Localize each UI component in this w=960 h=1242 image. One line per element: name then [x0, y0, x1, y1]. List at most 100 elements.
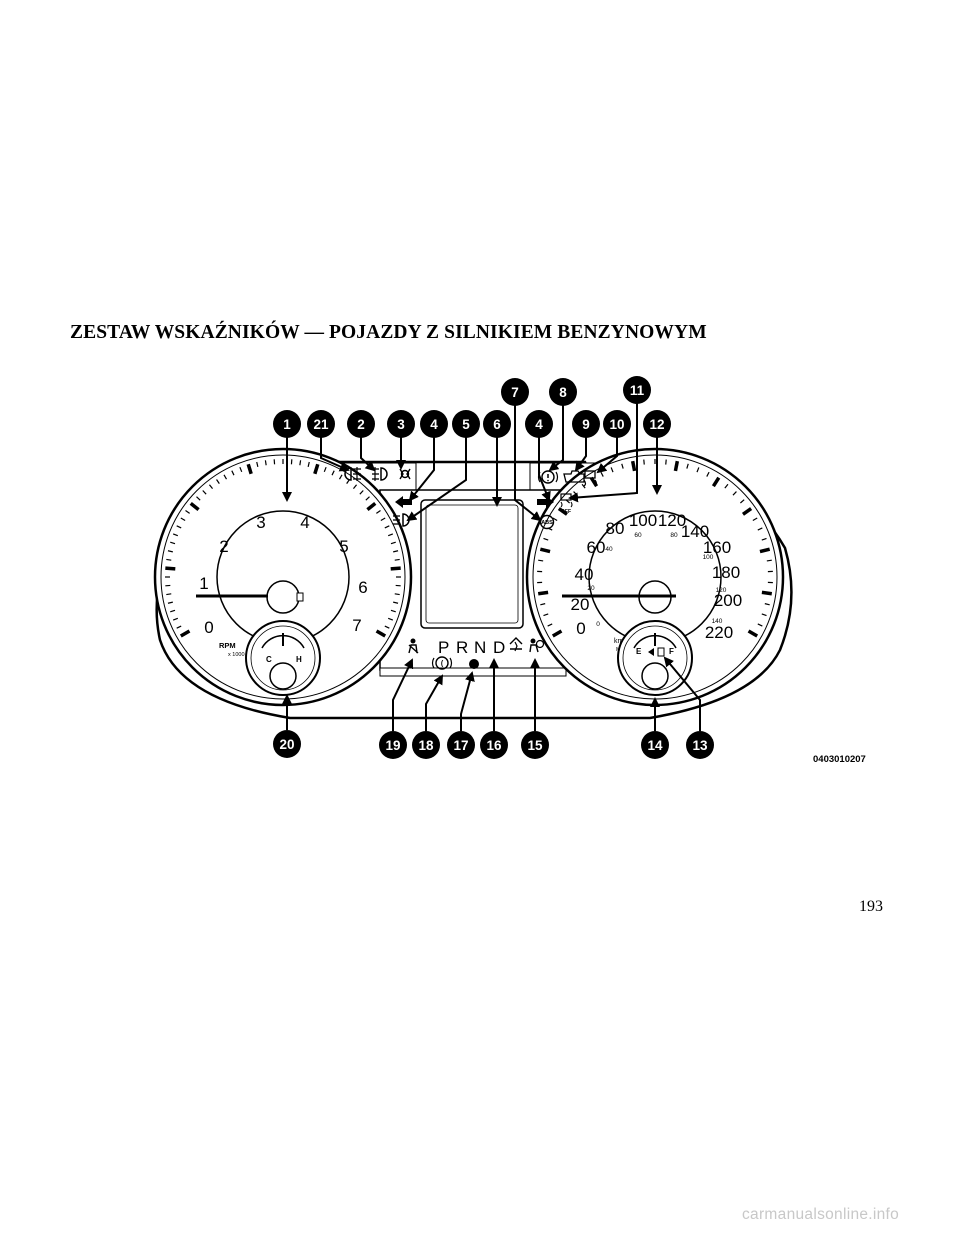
svg-text:16: 16 [486, 738, 502, 753]
callout-19: 19 [379, 731, 407, 759]
callout-11: 11 [623, 376, 651, 404]
dial-tick [581, 483, 586, 489]
dial-tick [741, 507, 753, 516]
airbag-icon [529, 638, 545, 653]
dial-tick [610, 467, 614, 473]
dial-tick [246, 463, 253, 475]
svg-text:20: 20 [279, 737, 294, 752]
fuel-empty-label: E [636, 647, 642, 656]
callout-3: 3 [387, 410, 415, 438]
dial-tick [390, 566, 401, 571]
kmh-label-180: 180 [712, 563, 740, 582]
dial-tick [393, 601, 399, 604]
dial-tick [176, 525, 182, 529]
mph-label-140: 140 [712, 618, 723, 625]
dial-tick [757, 527, 763, 531]
fuel-full-label: F [669, 647, 674, 656]
dial-tick [384, 525, 390, 529]
svg-text:4: 4 [430, 417, 438, 432]
rpm-label: RPM [219, 641, 236, 650]
dial-tick [621, 463, 624, 469]
svg-text:13: 13 [692, 738, 708, 753]
center-display [420, 499, 524, 629]
kmh-label-60: 60 [587, 538, 606, 557]
svg-text:9: 9 [582, 417, 590, 432]
dial-tick [387, 617, 394, 621]
dial-tick [761, 613, 767, 617]
tach-label-3: 3 [256, 513, 265, 532]
dial-tick [387, 533, 394, 537]
check-engine-icon [563, 470, 585, 483]
svg-text:14: 14 [647, 738, 663, 753]
svg-text:4: 4 [535, 417, 543, 432]
mph-label-0: 0 [596, 621, 600, 628]
dial-tick [752, 517, 758, 522]
dial-tick [256, 461, 259, 467]
svg-text:2: 2 [357, 417, 365, 432]
callout-8: 8 [549, 378, 577, 406]
svg-text:1: 1 [283, 417, 291, 432]
dial-tick [223, 474, 228, 480]
parking-brake-icon: ( [431, 656, 453, 670]
svg-text:7: 7 [511, 385, 519, 400]
svg-text:6: 6 [493, 417, 501, 432]
dial-tick [539, 547, 551, 554]
callout-17: 17 [447, 731, 475, 759]
temp-cold-label: C [266, 655, 272, 664]
callout-21: 21 [307, 410, 335, 438]
dial-tick [216, 479, 220, 484]
dial-tick [179, 629, 191, 638]
dial-tick [352, 484, 358, 490]
kmh-label-80: 80 [606, 519, 625, 538]
dial-tick [202, 490, 207, 495]
dial-tick [375, 629, 387, 638]
kmh-label-100: 100 [629, 511, 657, 530]
dial-tick [338, 474, 343, 480]
mph-label-40: 40 [605, 546, 613, 553]
dial-tick [365, 496, 370, 501]
electronic-throttle-icon [509, 637, 523, 652]
fuel-gauge [617, 620, 693, 696]
svg-text:19: 19 [385, 738, 400, 753]
dial-tick [543, 537, 549, 541]
dial-tick [231, 470, 235, 476]
mph-label-80: 80 [670, 532, 678, 539]
svg-text:15: 15 [527, 738, 543, 753]
callout-2: 2 [347, 410, 375, 438]
svg-text:8: 8 [559, 385, 567, 400]
svg-text:3: 3 [397, 417, 405, 432]
abs-icon: ABS [539, 514, 555, 530]
dial-tick [165, 566, 176, 571]
dial-tick [393, 550, 399, 553]
callout-13: 13 [686, 731, 714, 759]
dial-tick [390, 541, 396, 545]
dial-tick [366, 502, 377, 512]
tach-label-7: 7 [352, 616, 361, 635]
callout-5: 5 [452, 410, 480, 438]
gear-r: R [456, 638, 468, 657]
dial-tick [630, 460, 637, 472]
gear-p: P [438, 638, 449, 657]
dial-tick [170, 609, 176, 613]
brake-warning-icon [537, 470, 559, 484]
dial-tick [538, 559, 544, 562]
kmh-label-40: 40 [575, 565, 594, 584]
tach-label-2: 2 [219, 537, 228, 556]
callout-6: 6 [483, 410, 511, 438]
svg-text:21: 21 [313, 417, 329, 432]
dial-tick [299, 460, 302, 466]
dial-tick [543, 613, 549, 617]
kmh-label-0: 0 [576, 619, 585, 638]
dial-tick [307, 461, 310, 467]
callout-14: 14 [641, 731, 669, 759]
dial-tick [537, 590, 549, 596]
dial-tick [766, 559, 772, 562]
fuel-door-arrow-icon [648, 648, 654, 656]
dial-tick [384, 625, 390, 629]
kmh-label-200: 200 [714, 591, 742, 610]
dial-tick [552, 517, 558, 522]
dial-tick [394, 593, 400, 596]
kmh-label-120: 120 [658, 511, 686, 530]
callout-1: 1 [273, 410, 301, 438]
